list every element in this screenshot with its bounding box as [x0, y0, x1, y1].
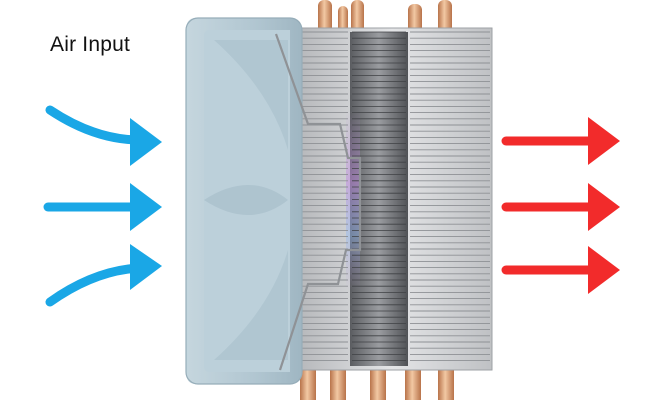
exhaust-arrows: [501, 117, 620, 294]
intake-arrow-middle: [43, 183, 162, 231]
fan-unit: [185, 17, 303, 385]
intake-arrow-bottom: [45, 244, 162, 307]
heatsink-fin-stack: [291, 27, 493, 371]
fan-clip-wire: [274, 33, 362, 371]
heatpipe-bottoms: [300, 358, 454, 400]
exhaust-arrow-top: [501, 117, 620, 165]
exhaust-arrow-middle: [501, 183, 620, 231]
intake-arrows: [43, 105, 162, 307]
exhaust-arrow-bottom: [501, 246, 620, 294]
air-input-label: Air Input: [50, 33, 131, 56]
intake-arrow-top: [45, 105, 162, 166]
